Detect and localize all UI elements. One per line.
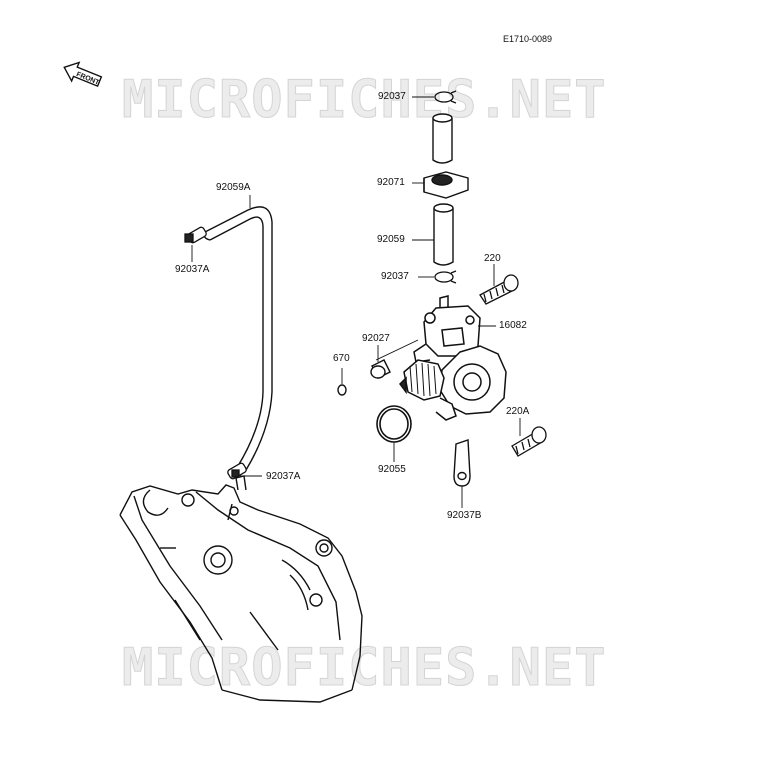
front-arrow-icon: FRONT (63, 61, 103, 88)
o-ring-92055-icon (376, 405, 412, 443)
label-92037a-upper: 92037A (175, 264, 210, 275)
hose-92059a (203, 206, 273, 471)
oil-pump-16082 (399, 295, 507, 421)
label-92037-mid: 92037 (381, 271, 409, 282)
collar-92027 (370, 359, 391, 379)
crankcase (119, 475, 363, 703)
guide-92071 (423, 171, 469, 199)
label-92071: 92071 (377, 177, 405, 188)
label-220a: 220A (506, 406, 530, 417)
label-92037b: 92037B (447, 510, 482, 521)
diagram-code: E1710-0089 (503, 34, 553, 44)
label-220: 220 (484, 253, 501, 264)
bracket-92037b (453, 439, 471, 487)
tube-92059 (433, 203, 454, 266)
bolt-220a-icon (511, 426, 547, 457)
watermark-top: MICROFICHES.NET (122, 70, 607, 130)
label-92037-top: 92037 (378, 91, 406, 102)
label-92037a-lower: 92037A (266, 471, 301, 482)
label-92027: 92027 (362, 333, 390, 344)
label-92059: 92059 (377, 234, 405, 245)
clamp-92037a-upper-icon (184, 226, 207, 244)
bolt-220-icon (479, 274, 519, 305)
tube-upper (432, 113, 453, 164)
watermark-bottom: MICROFICHES.NET (122, 638, 607, 698)
clip-92037-top-icon (434, 90, 457, 104)
label-670: 670 (333, 353, 350, 364)
clamp-92037a-lower-icon (227, 462, 247, 480)
ring-670-icon (337, 384, 347, 396)
leader-lines (191, 96, 521, 508)
label-92055: 92055 (378, 464, 406, 475)
label-16082: 16082 (499, 320, 527, 331)
clip-92037-mid-icon (434, 270, 457, 284)
label-92059a: 92059A (216, 182, 251, 193)
